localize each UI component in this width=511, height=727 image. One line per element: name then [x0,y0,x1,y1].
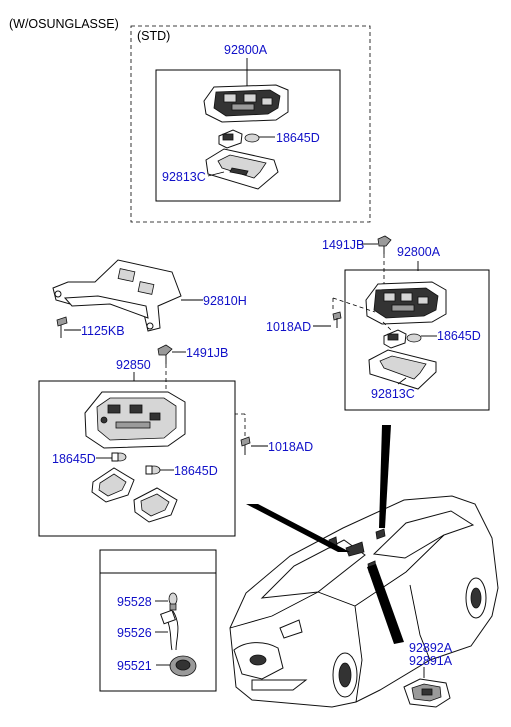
label-95528: 95528 [117,595,152,609]
map-lamp-92891A [403,678,451,708]
clip-1491JB-right [377,235,392,254]
label-95521: 95521 [117,659,152,673]
label-92800A-right: 92800A [397,245,441,259]
variant-title: (W/OSUNGLASSE) [9,17,119,31]
bulb-95528 [168,592,178,611]
dash-bulb-right [382,321,394,333]
label-92850: 92850 [116,358,151,372]
label-1018AD-right: 1018AD [266,320,311,334]
overhead-console-right [365,281,447,325]
screw-1018AD-right [332,311,342,328]
bulb-mid-left [111,452,127,462]
label-18645D-mid: 18645D [174,464,218,478]
label-95526: 95526 [117,626,152,640]
pointer-stripe-center [246,504,350,552]
middle-frame [38,380,236,537]
lens-mid-left [91,467,135,503]
lens-mid-right [133,487,178,523]
right-frame [344,269,490,411]
label-18645D-left: 18645D [52,452,96,466]
pointer-stripe-right [379,425,391,528]
leader-92813C-right [397,377,407,385]
label-92813C-right: 92813C [371,387,415,401]
leader-92813C-top [207,171,225,177]
bolt-1125KB [56,316,68,338]
label-92892A: 92892A [409,641,453,655]
label-18645D-right: 18645D [437,329,481,343]
label-92813C-top: 92813C [162,170,206,184]
label-92800A-top: 92800A [224,43,268,57]
label-92891A: 92891A [409,654,453,668]
label-1491JB-right: 1491JB [322,238,364,252]
label-18645D-top: 18645D [276,131,320,145]
lens-top [205,148,279,190]
label-1491JB-mid: 1491JB [186,346,228,360]
dash-1018AD-right-2 [332,297,376,313]
bulb-top [218,129,260,149]
socket-95521 [169,655,197,677]
bulb-mid-right [145,465,161,475]
bulb-right [383,329,422,349]
overhead-console-top [203,84,289,123]
screw-1018AD-mid [240,436,251,455]
label-1125KB: 1125KB [81,324,125,338]
lamp-housing-92850 [84,391,186,449]
bracket-92810H [52,259,182,332]
lens-right [368,349,437,390]
clip-1491JB-mid [157,344,173,364]
harness-95526 [160,609,179,651]
std-inner-frame [155,69,341,202]
label-92810H: 92810H [203,294,247,308]
std-dashed-frame [130,25,371,223]
label-1018AD-mid: 1018AD [268,440,313,454]
small-frame [99,549,217,692]
pointer-stripe-lower [367,564,404,644]
car-illustration [229,495,499,708]
std-label: (STD) [137,29,170,43]
